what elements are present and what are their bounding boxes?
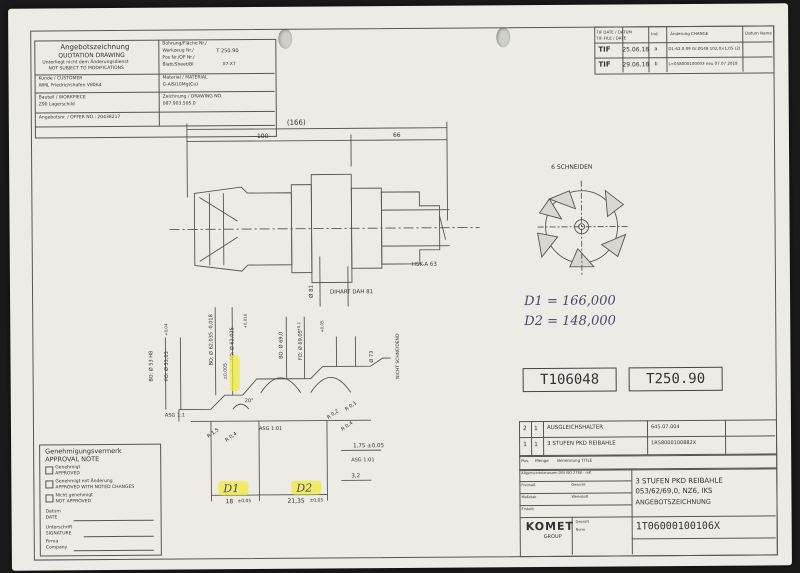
dia-label-2: FO: Ø 53,03 — [163, 351, 171, 382]
tol-label-2: +0,010 — [242, 313, 248, 329]
tb-small-5: Werkstoff — [571, 494, 589, 499]
part-row1-qty: 1 — [533, 425, 538, 433]
dia-label-1: BO: Ø 53 H8 — [148, 350, 155, 382]
approval-title-en: APPROVAL NOTE — [45, 455, 100, 464]
part-row1-name: AUSGLEICHSHALTER — [546, 424, 604, 431]
approval-sig-en: SIGNATURE — [45, 531, 72, 537]
dia-label-6: FO: Ø 69,05 — [297, 330, 304, 361]
dia-label-3: BO: Ø 62,035 -0,018 — [208, 314, 215, 366]
part-row1-no: 2 — [522, 425, 527, 433]
approval-checkbox-1[interactable] — [45, 466, 54, 475]
hand-d2-mark: D2 — [296, 481, 313, 495]
dia-label-7: Ø 73 — [368, 350, 375, 363]
part-row2-code: 1R58000100882X — [651, 439, 697, 447]
tol-label-4: +0,05 — [319, 320, 325, 333]
parts-col-name: Benennung TITLE — [557, 457, 593, 463]
hand-d1-mark: D1 — [223, 482, 240, 496]
stamp-left: T106048 — [522, 367, 617, 393]
dim-left: 100 — [256, 132, 269, 140]
stamp-right: T250.90 — [628, 366, 723, 392]
parts-col-qty: Menge — [535, 457, 549, 464]
part-row1-code: 645.07.004 — [650, 424, 680, 431]
tb-small-8: Norm — [575, 527, 586, 532]
tb-name-2: 053/62/69,0, NZ6, IKS — [635, 486, 713, 496]
parts-col-pos: Pos. — [521, 458, 530, 464]
tol-label-1: +0,04 — [163, 323, 169, 336]
label-cutters: 6 SCHNEIDEN — [551, 163, 593, 171]
dim-b: 3,2 — [351, 473, 361, 480]
tb-small-1: Allgemeintoleranzen DIN ISO 2768 - mK — [521, 470, 592, 476]
dim-overall: (166) — [286, 118, 306, 127]
dim-d: 21,35 — [287, 497, 305, 505]
label-shank: HSK-A 63 — [411, 261, 437, 268]
dim-c-tol: ±0,05 — [237, 499, 252, 505]
part-row2-name: 3 STUFEN PKD REIBAHLE — [547, 440, 616, 447]
approval-date-en: DATE — [45, 515, 58, 521]
tol-label-3: +0,1 — [296, 321, 302, 332]
highlight-label: ±0,005 — [223, 363, 229, 380]
technical-drawing — [164, 121, 630, 502]
hand-d2: D2 = 148,000 — [524, 313, 616, 330]
approval-checkbox-2[interactable] — [45, 480, 54, 489]
hand-d1: D1 = 166,000 — [524, 293, 616, 310]
tb-small-4: Maßstab — [521, 495, 537, 500]
dim-a: 1,75 ±0,05 — [353, 443, 384, 450]
approval-firm-label: Firma — [45, 539, 59, 545]
company-sub: GROUP — [543, 533, 562, 541]
part-row2-qty: 1 — [534, 441, 538, 449]
approval-opt1-de: Genehmigt — [55, 465, 81, 471]
label-dihart: DIHART DAH 81 — [330, 289, 374, 296]
tb-small-2: Freimaß — [521, 483, 536, 488]
label-d81: Ø 81 — [308, 284, 315, 298]
approval-firm-en: Company — [45, 545, 68, 551]
asg-3: ASG 1:01 — [351, 457, 375, 464]
highlight-mark-vertical — [229, 355, 240, 392]
approval-opt2-en: APPROVED WITH NOTED CHANGES — [55, 484, 135, 491]
approval-title-de: Genehmigungsvermerk — [45, 446, 122, 456]
company-logo: KOMET — [525, 519, 575, 534]
tb-small-7: Geprüft — [575, 519, 589, 524]
approval-checkbox-3[interactable] — [45, 494, 54, 503]
angle-1: 20° — [244, 398, 254, 405]
dia-label-5: BO: Ø 69,0 — [278, 331, 285, 359]
drawing-sheet: Angebotszeichnung QUOTATION DRAWING Unte… — [8, 3, 792, 571]
tb-small-3: Gewicht — [571, 482, 586, 487]
asg-2: ASG 1:01 — [258, 425, 283, 432]
approval-opt1-en: APPROVED — [55, 471, 80, 477]
approval-date-label: Datum — [45, 509, 61, 515]
tb-small-6: Erstellt — [521, 507, 534, 512]
tb-name-3: ANGEBOTSZEICHNUNG — [635, 497, 711, 507]
dim-d-tol: ±0,05 — [309, 498, 324, 504]
tb-name-1: 3 STUFEN PKD REIBAHLE — [635, 476, 723, 486]
tb-number: 1T06000100106X — [635, 520, 721, 533]
part-row2-no: 1 — [523, 441, 527, 449]
approval-sig-label: Unterschrift — [45, 525, 73, 531]
dim-right: 66 — [392, 131, 401, 140]
dim-c: 18 — [225, 498, 234, 506]
asg-1: ASG 1:1 — [164, 412, 186, 419]
approval-opt3-en: NOT APPROVED — [55, 499, 92, 505]
dia-label-8: NICHT SCHNEIDEND — [395, 333, 402, 380]
